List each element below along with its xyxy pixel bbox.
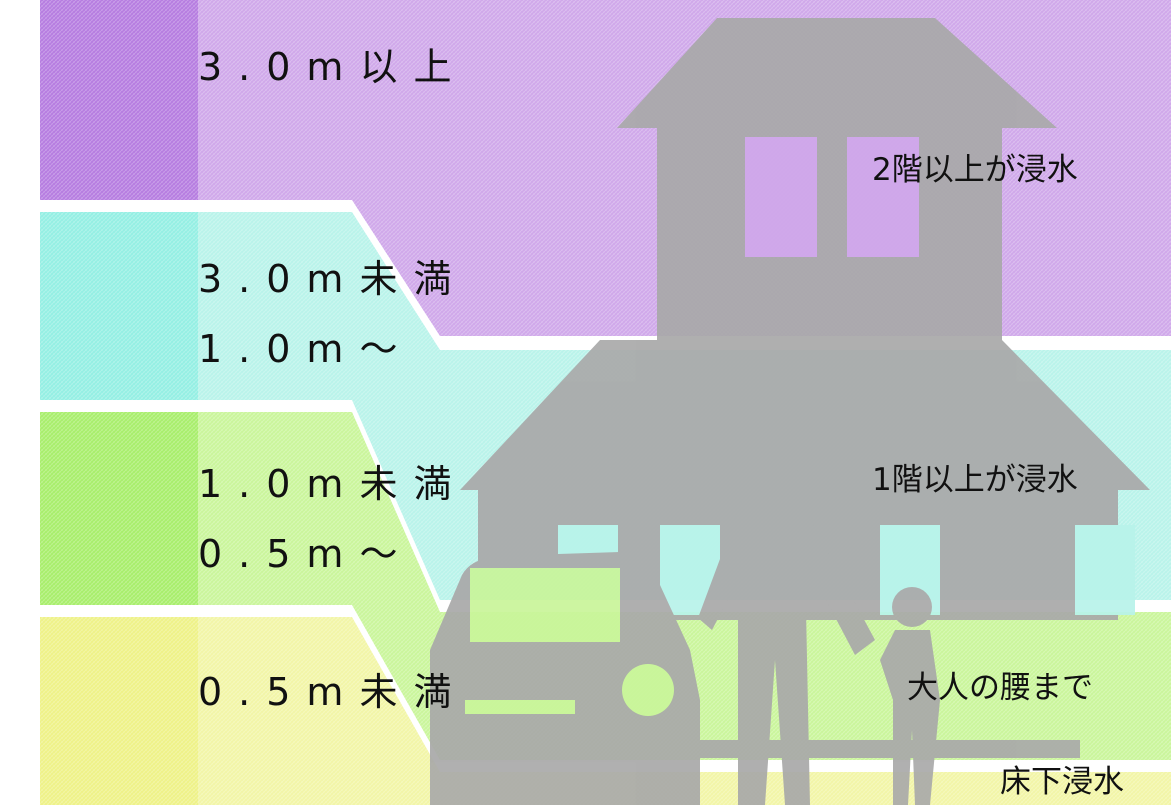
desc-1f-flooded: 1階以上が浸水 — [872, 462, 1078, 498]
adult-icon — [698, 437, 875, 805]
house-window — [1075, 525, 1135, 615]
level-label-05m-from: 0.5m～ — [198, 532, 413, 576]
car-window — [470, 568, 620, 642]
level-label-3m-under: 3.0m未満 — [198, 257, 467, 301]
level-label-3m-over: 3.0m以上 — [198, 45, 467, 89]
level-label-05m-under: 0.5m未満 — [198, 670, 467, 714]
car-headlight — [622, 664, 674, 716]
descriptions: 2階以上が浸水 1階以上が浸水 大人の腰まで 床下浸水 — [872, 152, 1124, 800]
silhouettes — [430, 18, 1150, 805]
desc-below-floor: 床下浸水 — [1000, 764, 1124, 800]
level-label-1m-from: 1.0m～ — [198, 327, 413, 371]
car-bumper — [465, 700, 575, 714]
house-window — [847, 137, 919, 257]
house-window — [745, 137, 817, 257]
child-icon — [880, 587, 940, 805]
desc-adult-waist: 大人の腰まで — [907, 670, 1093, 706]
level-labels: 3.0m以上 3.0m未満 1.0m～ 1.0m未満 0.5m～ 0.5m未満 — [198, 45, 467, 714]
desc-2f-flooded: 2階以上が浸水 — [872, 152, 1078, 188]
level-label-1m-under: 1.0m未満 — [198, 462, 467, 506]
